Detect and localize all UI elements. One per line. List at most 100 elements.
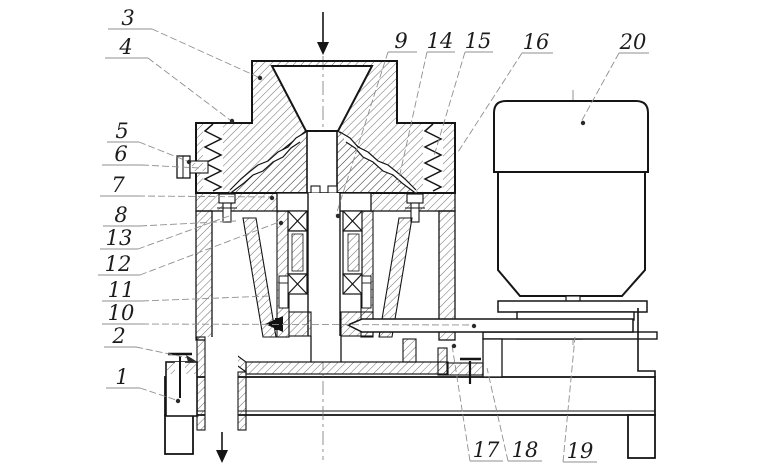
bearing-retainer-bolts	[278, 275, 372, 309]
leader-line	[137, 195, 271, 198]
spout-wall-left	[196, 336, 206, 431]
callout-8: 8	[103, 203, 237, 227]
shaft-middle	[308, 193, 340, 336]
leader-dot-icon	[229, 118, 235, 124]
callout-16: 16	[457, 30, 553, 153]
callout-9: 9	[335, 29, 417, 219]
leader-line	[486, 367, 509, 462]
feed-arrow-icon	[317, 12, 329, 55]
leader-line	[147, 57, 231, 121]
callout-3: 3	[108, 6, 263, 81]
belt-drive	[346, 318, 634, 333]
shaft-lower	[311, 336, 341, 362]
callout-7: 7	[100, 173, 275, 201]
callout-number: 14	[427, 29, 454, 53]
callout-14: 14	[397, 29, 455, 184]
callout-19: 19	[562, 336, 597, 463]
callout-11: 11	[102, 278, 271, 302]
flange-bolts	[217, 193, 425, 223]
callout-number: 19	[567, 439, 594, 463]
callout-number: 4	[118, 35, 132, 59]
right-foot	[627, 414, 656, 459]
leader-dot-icon	[175, 398, 181, 404]
callout-number: 17	[473, 438, 500, 462]
discharge-arrow-icon	[216, 432, 228, 463]
anchor-bracket-h	[446, 362, 484, 376]
leader-line	[433, 51, 466, 157]
callout-18: 18	[486, 367, 542, 462]
callout-15: 15	[433, 29, 493, 157]
leader-dot-icon	[335, 213, 341, 219]
flat-belt	[346, 318, 634, 333]
leader-line	[397, 51, 428, 184]
anchor-bracket-v	[437, 347, 448, 376]
callout-4: 4	[105, 35, 235, 124]
oil-tank	[165, 352, 198, 417]
spout-channel	[205, 337, 238, 430]
leader-line	[141, 323, 473, 326]
callout-number: 5	[115, 119, 128, 143]
stand-bracket	[637, 308, 656, 377]
motor-stand-plate	[482, 331, 658, 340]
callout-number: 20	[619, 30, 647, 54]
callout-number: 3	[121, 6, 134, 30]
callout-2: 2	[104, 324, 196, 362]
callout-number: 2	[111, 324, 125, 348]
callout-1: 1	[106, 365, 181, 404]
motor-assembly	[482, 90, 658, 378]
leader-line	[335, 51, 389, 216]
leader-line	[137, 215, 230, 250]
motor-cap	[493, 100, 649, 173]
callout-10: 10	[102, 301, 477, 329]
stand-leg	[482, 338, 503, 378]
base-frame	[164, 376, 656, 459]
motor-body	[497, 171, 646, 297]
plate-riser	[402, 338, 417, 363]
leader-dot-icon	[186, 159, 192, 165]
leader-dot-icon	[451, 343, 457, 349]
shaft-upper	[307, 132, 337, 193]
callout-number: 16	[523, 30, 550, 54]
leader-dot-icon	[471, 323, 477, 329]
leader-line	[151, 28, 259, 78]
callout-number: 6	[114, 142, 127, 166]
bottom-plate	[245, 361, 449, 375]
leader-line	[139, 387, 177, 401]
leader-dot-icon	[257, 75, 263, 81]
leader-line	[562, 336, 576, 463]
hub-left	[288, 311, 312, 337]
callout-number: 15	[465, 29, 492, 53]
callout-number: 7	[111, 173, 125, 197]
support-wall-right	[378, 217, 413, 338]
leader-dot-icon	[580, 120, 586, 126]
tank-screw	[168, 352, 192, 398]
callout-number: 1	[115, 365, 128, 389]
callout-17: 17	[451, 343, 503, 462]
support-wall-left	[242, 217, 277, 338]
left-spring	[203, 123, 223, 192]
callout-number: 18	[512, 438, 539, 462]
callout-number: 10	[108, 301, 135, 325]
callout-13: 13	[100, 215, 230, 250]
leader-line	[141, 295, 271, 302]
flow-arrows	[216, 12, 329, 463]
callout-number: 13	[106, 226, 133, 250]
leader-line	[580, 52, 620, 123]
callout-6: 6	[102, 142, 201, 169]
spout-wall-right	[237, 371, 247, 431]
leader-dot-icon	[278, 220, 284, 226]
callout-number: 8	[114, 203, 127, 227]
bearings	[287, 210, 363, 295]
callout-20: 20	[580, 30, 649, 126]
right-wall	[438, 210, 456, 341]
left-foot	[164, 414, 194, 455]
leader-arrow-icon	[186, 355, 196, 362]
callout-number: 9	[394, 29, 407, 53]
right-spring	[423, 123, 443, 192]
callout-number: 12	[105, 252, 132, 276]
leader-line	[139, 221, 280, 276]
anchor-screw	[460, 357, 481, 384]
left-wall	[195, 210, 213, 341]
